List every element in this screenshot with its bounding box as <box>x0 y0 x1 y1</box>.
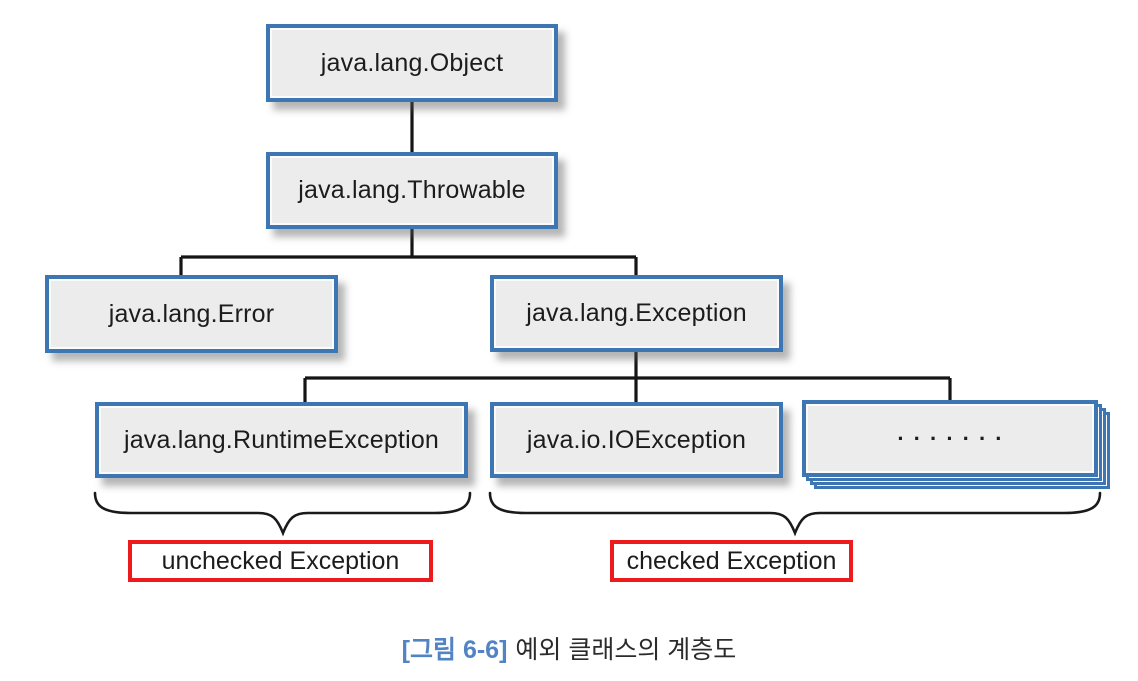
node-java-lang-runtimeexception: java.lang.RuntimeException <box>95 402 468 478</box>
brace-unchecked <box>93 491 472 537</box>
label-unchecked-exception: unchecked Exception <box>128 540 433 582</box>
figure-caption-text: 예외 클래스의 계층도 <box>515 636 737 664</box>
tree-connector-lines <box>179 101 952 402</box>
label-checked-exception: checked Exception <box>610 540 853 582</box>
figure-caption-tag: [그림 6-6] <box>401 636 508 664</box>
ellipsis-dots: ······· <box>897 425 1012 451</box>
node-java-lang-error: java.lang.Error <box>45 275 338 353</box>
node-other-exceptions: ······· <box>802 400 1098 477</box>
node-java-lang-throwable: java.lang.Throwable <box>266 152 558 229</box>
node-java-lang-exception: java.lang.Exception <box>490 275 783 352</box>
node-java-lang-object: java.lang.Object <box>266 24 558 102</box>
node-java-io-ioexception: java.io.IOException <box>490 402 783 478</box>
brace-checked <box>488 491 1102 537</box>
figure-caption: [그림 6-6]예외 클래스의 계층도 <box>0 630 1138 666</box>
